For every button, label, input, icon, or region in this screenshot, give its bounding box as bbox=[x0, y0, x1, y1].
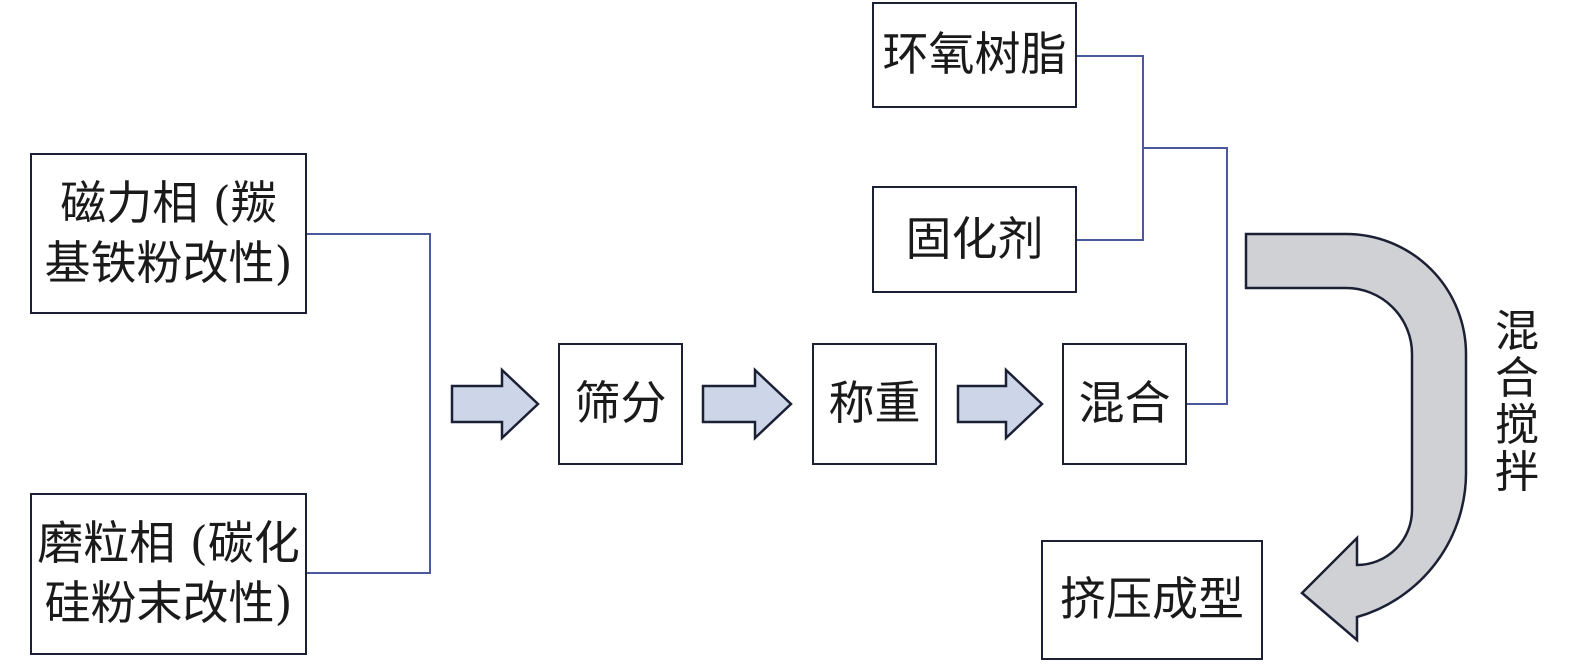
mix-label: 混合 bbox=[1078, 376, 1171, 431]
epoxy-resin-label: 环氧树脂 bbox=[882, 27, 1067, 82]
abrasive-phase-label: 磨粒相 (碳化 硅粉末改性) bbox=[37, 516, 300, 630]
weigh-label: 称重 bbox=[828, 376, 921, 431]
block-arrow-to-mix bbox=[956, 367, 1044, 441]
input-merge-connector bbox=[307, 233, 431, 574]
curing-agent-box: 固化剂 bbox=[872, 186, 1077, 293]
block-arrow-to-weigh bbox=[701, 367, 793, 441]
extrusion-molding-label: 挤压成型 bbox=[1060, 572, 1244, 627]
extrusion-molding-box: 挤压成型 bbox=[1041, 540, 1263, 660]
epoxy-resin-box: 环氧树脂 bbox=[872, 2, 1077, 108]
resin-merge-connector bbox=[1077, 55, 1228, 405]
curved-mixing-arrow bbox=[1244, 232, 1468, 643]
abrasive-phase-box: 磨粒相 (碳化 硅粉末改性) bbox=[30, 493, 307, 655]
weigh-box: 称重 bbox=[812, 343, 937, 465]
mixing-stirring-label: 混 合 搅 拌 bbox=[1495, 306, 1539, 498]
sieve-label: 筛分 bbox=[574, 376, 667, 431]
mix-box: 混合 bbox=[1062, 343, 1187, 465]
block-arrow-to-sieve bbox=[450, 367, 540, 441]
magnetic-phase-label: 磁力相 (羰 基铁粉改性) bbox=[44, 175, 293, 290]
sieve-box: 筛分 bbox=[558, 343, 683, 465]
magnetic-phase-box: 磁力相 (羰 基铁粉改性) bbox=[30, 153, 307, 314]
curing-agent-label: 固化剂 bbox=[905, 211, 1044, 266]
